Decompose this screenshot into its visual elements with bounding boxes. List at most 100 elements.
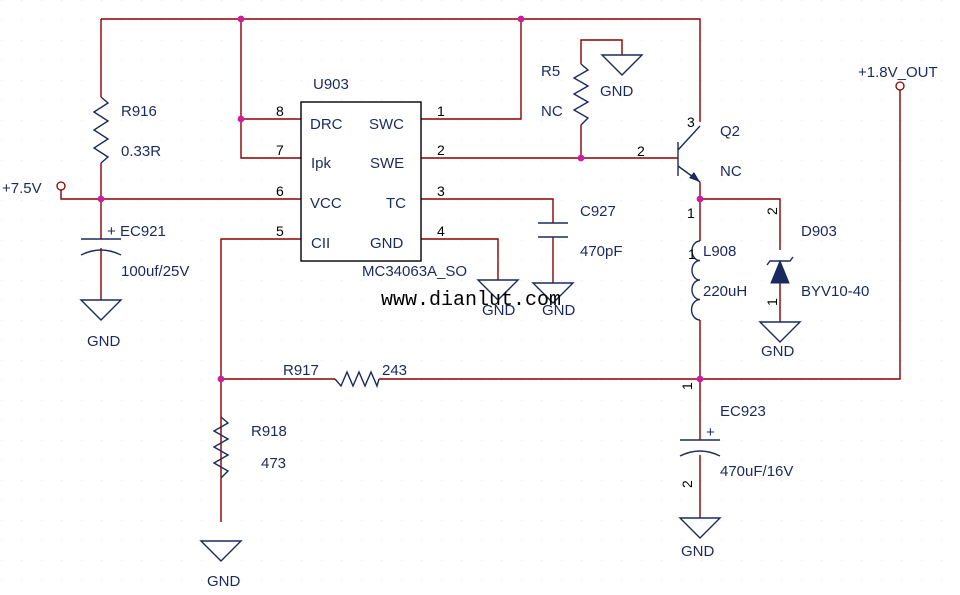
gnd-label: GND: [207, 573, 241, 590]
capacitor-ec921: + EC921 100uf/25V: [80, 223, 189, 280]
ic-pin-name: DRC: [310, 116, 343, 133]
capacitor-icon: [679, 427, 721, 457]
r917-value: 243: [382, 362, 407, 379]
l908-ref: L908: [703, 243, 736, 260]
ground-r5: GND: [600, 54, 644, 100]
ground-ic: GND: [476, 279, 520, 319]
diode-d903: 2 1 D903 BYV10-40: [764, 207, 869, 306]
r916-ref: R916: [121, 103, 157, 120]
q2-value: NC: [720, 163, 742, 180]
ic-pin-num: 5: [276, 223, 284, 239]
ic-pin-num: 4: [437, 223, 445, 239]
resistor-r916: R916 0.33R: [92, 96, 161, 164]
output-port: +1.8V_OUT: [858, 64, 938, 91]
resistor-r918: R918 473: [212, 416, 287, 479]
diode-icon: [766, 256, 794, 284]
ic-body: [300, 101, 422, 262]
ground-d903: GND: [758, 321, 802, 360]
ground-r918: GND: [199, 540, 243, 590]
q2-ref: Q2: [720, 123, 740, 140]
ground-icon: [199, 540, 243, 562]
inductor-l908: 1 L908 220uH: [688, 240, 747, 321]
capacitor-ec923: + 1 2 EC923 470uF/16V: [679, 382, 793, 488]
resistor-icon: [92, 96, 110, 164]
ground-ec923: GND: [678, 517, 722, 560]
transistor-q2: 3 2 1 Q2 NC: [637, 114, 742, 221]
ic-u903: U903 MC34063A_SO 8 DRC 7 Ipk 6 VCC 5 CII…: [276, 76, 467, 280]
ground-icon: [476, 279, 520, 301]
ic-pin-num: 1: [437, 103, 445, 119]
ec923-pin1: 1: [679, 382, 695, 390]
ic-pin-name: SWE: [370, 155, 404, 172]
capacitor-icon: [538, 222, 568, 238]
ic-ref: U903: [313, 76, 349, 93]
gnd-label: GND: [87, 333, 121, 350]
ground-icon: [79, 299, 123, 321]
ic-part: MC34063A_SO: [362, 263, 467, 280]
resistor-icon: [334, 370, 380, 389]
junctions: [97, 15, 704, 383]
q2-pin-c: 3: [687, 114, 695, 130]
resistor-r5: R5 NC: [541, 63, 590, 126]
d903-value: BYV10-40: [801, 283, 869, 300]
ec923-polarity: +: [706, 424, 715, 441]
ec921-ref: EC921: [120, 223, 166, 240]
input-port-label: +7.5V: [2, 180, 42, 197]
ec923-value: 470uF/16V: [720, 463, 793, 480]
c927-ref: C927: [580, 203, 616, 220]
q2-pin-b: 2: [637, 143, 645, 159]
gnd-label: GND: [761, 343, 795, 360]
ic-pin-name: Ipk: [311, 155, 332, 172]
c927-value: 470pF: [580, 243, 623, 260]
ground-icon: [531, 282, 575, 304]
d903-ref: D903: [801, 223, 837, 240]
ec921-polarity: +: [107, 223, 116, 240]
ground-icon: [600, 54, 644, 76]
d903-pin-a: 1: [764, 298, 780, 306]
inductor-icon: [690, 240, 701, 321]
ic-pin-name: VCC: [310, 195, 342, 212]
resistor-r917: R917 243: [283, 362, 407, 389]
r5-ref: R5: [541, 63, 560, 80]
resistor-icon: [212, 416, 230, 479]
ground-icon: [678, 517, 722, 539]
gnd-label: GND: [600, 83, 634, 100]
r916-value: 0.33R: [121, 143, 161, 160]
ic-pin-name: TC: [386, 195, 406, 212]
ic-pin-num: 6: [276, 183, 284, 199]
output-port-label: +1.8V_OUT: [858, 64, 938, 81]
ic-pin-num: 8: [276, 103, 284, 119]
ic-pin-num: 7: [276, 142, 284, 158]
capacitor-icon: [80, 223, 122, 256]
ground-ec921: GND: [79, 299, 123, 350]
ic-pin-name: SWC: [369, 116, 404, 133]
r917-ref: R917: [283, 362, 319, 379]
ground-icon: [758, 321, 802, 343]
r918-ref: R918: [251, 423, 287, 440]
input-port: +7.5V: [2, 180, 66, 200]
l908-pin1: 1: [688, 246, 696, 262]
capacitor-c927: C927 470pF: [538, 203, 623, 260]
gnd-label: GND: [681, 543, 715, 560]
transistor-icon: [677, 125, 701, 183]
ic-pin-name: CII: [311, 235, 330, 252]
wires: [66, 18, 901, 522]
resistor-icon: [572, 63, 590, 126]
ground-c927: GND: [531, 282, 576, 319]
ic-pin-num: 3: [437, 183, 445, 199]
gnd-label: GND: [542, 302, 576, 319]
ec921-value: 100uf/25V: [121, 263, 189, 280]
ic-pin-name: GND: [370, 235, 404, 252]
r918-value: 473: [261, 455, 286, 472]
gnd-label: GND: [482, 302, 516, 319]
l908-value: 220uH: [703, 283, 747, 300]
ec923-pin2: 2: [679, 480, 695, 488]
ic-pin-num: 2: [437, 142, 445, 158]
watermark-text: www.dianlut.com: [381, 289, 561, 312]
ec923-ref: EC923: [720, 403, 766, 420]
r5-value: NC: [541, 103, 563, 120]
d903-pin-k: 2: [764, 207, 780, 215]
q2-pin-e: 1: [687, 205, 695, 221]
